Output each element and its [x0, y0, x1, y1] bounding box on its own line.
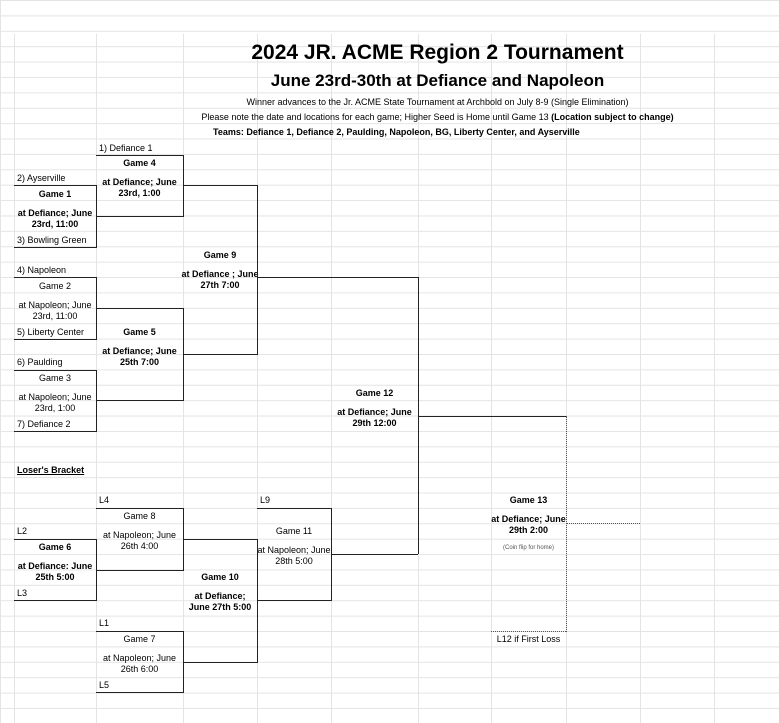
bracket-line	[183, 539, 257, 540]
game-10-label: Game 10	[201, 572, 239, 582]
losers-bracket-title: Loser's Bracket	[17, 465, 85, 475]
loser-slot-l9: L9	[260, 495, 271, 505]
game-12-label: Game 12	[355, 388, 394, 398]
bracket-line	[14, 431, 96, 432]
bracket-line	[183, 662, 257, 663]
loser-slot-l3: L3	[17, 588, 28, 598]
bracket-line	[96, 155, 183, 156]
loser-slot-l1: L1	[99, 618, 110, 628]
bracket-line-dotted	[491, 631, 566, 632]
seed-2: 2) Ayserville	[17, 173, 66, 183]
bracket-line-dotted	[566, 523, 640, 524]
game-12-info: at Defiance; June 29th 12:00	[337, 407, 412, 428]
game-8-info: at Napoleon; June 26th 4:00	[102, 530, 177, 551]
loser-slot-l2: L2	[17, 526, 28, 536]
bracket-line	[183, 354, 257, 355]
bracket-line	[418, 416, 566, 417]
grid-line	[714, 34, 715, 723]
game-6-info: at Defiance: June 25th 5:00	[17, 561, 93, 582]
loser-slot-l4: L4	[99, 495, 110, 505]
grid-line	[491, 34, 492, 723]
game-2-info: at Napoleon; June 23rd, 11:00	[18, 300, 92, 321]
bracket-line	[183, 155, 184, 217]
seed-5: 5) Liberty Center	[17, 327, 85, 337]
bracket-line	[14, 277, 96, 278]
bracket-line	[257, 277, 418, 278]
seed-1: 1) Defiance 1	[99, 143, 153, 153]
bracket-line	[331, 508, 332, 601]
loser-slot-l5: L5	[99, 680, 110, 690]
bracket-line	[96, 508, 183, 509]
game-3-label: Game 3	[38, 373, 71, 383]
game-13-info: at Defiance; June 29th 2:00	[491, 514, 566, 535]
bracket-line	[96, 216, 183, 217]
game-4-info: at Defiance; June 23rd, 1:00	[102, 177, 177, 198]
game-3-info: at Napoleon; June 23rd, 1:00	[18, 392, 92, 413]
note-seeding-text: Please note the date and locations for e…	[201, 112, 552, 122]
game-13-if-loss: L12 if First Loss	[496, 634, 561, 644]
game-6-label: Game 6	[38, 542, 72, 552]
bracket-line	[257, 185, 258, 355]
game-2-label: Game 2	[38, 281, 71, 291]
bracket-line	[14, 539, 96, 540]
game-5-label: Game 5	[123, 327, 156, 337]
bracket-line	[96, 539, 97, 601]
game-13-note: (Coin flip for home)	[502, 545, 555, 551]
seed-3: 3) Bowling Green	[17, 235, 87, 245]
game-8-label: Game 8	[123, 511, 156, 521]
teams-list: Teams: Defiance 1, Defiance 2, Paulding,…	[213, 127, 580, 137]
bracket-line	[418, 277, 419, 554]
bracket-line	[96, 631, 183, 632]
page-title: 2024 JR. ACME Region 2 Tournament	[251, 41, 624, 64]
bracket-line	[331, 554, 418, 555]
bracket-line	[14, 339, 96, 340]
bracket-line	[257, 508, 331, 509]
note-seeding: Please note the date and locations for e…	[96, 111, 779, 123]
game-9-label: Game 9	[203, 250, 237, 260]
bracket-line	[96, 570, 183, 571]
seed-6: 6) Paulding	[17, 357, 63, 367]
game-9-info: at Defiance ; June 27th 7:00	[181, 269, 259, 290]
bracket-line-dotted	[566, 416, 567, 632]
game-11-label: Game 11	[275, 526, 313, 536]
bracket-line	[14, 247, 96, 248]
game-5-info: at Defiance; June 25th 7:00	[102, 346, 177, 367]
grid-line	[640, 34, 641, 723]
bracket-line	[257, 539, 258, 663]
note-winner: Winner advances to the Jr. ACME State To…	[246, 97, 629, 107]
bracket-line	[96, 692, 183, 693]
bracket-line	[14, 600, 96, 601]
seed-7: 7) Defiance 2	[17, 419, 71, 429]
game-4-label: Game 4	[123, 158, 156, 168]
game-1-info: at Defiance; June 23rd, 11:00	[17, 208, 93, 229]
game-10-info: at Defiance; June 27th 5:00	[188, 591, 252, 612]
game-7-info: at Napoleon; June 26th 6:00	[102, 653, 177, 674]
bracket-line	[96, 370, 97, 432]
grid-line	[14, 34, 15, 723]
game-11-info: at Napoleon; June 28th 5:00	[257, 545, 331, 566]
game-1-label: Game 1	[38, 189, 72, 199]
grid-line	[257, 34, 258, 723]
seed-4: 4) Napoleon	[17, 265, 67, 275]
bracket-line	[96, 400, 183, 401]
bracket-line	[14, 370, 96, 371]
bracket-line	[183, 185, 257, 186]
note-seeding-bold: (Location subject to change)	[551, 112, 674, 122]
game-7-label: Game 7	[123, 634, 156, 644]
grid-line	[331, 34, 332, 723]
bracket-line	[14, 185, 96, 186]
grid-line	[566, 34, 567, 723]
bracket-line	[96, 308, 183, 309]
page-subtitle: June 23rd-30th at Defiance and Napoleon	[270, 71, 605, 90]
bracket-line	[257, 600, 331, 601]
game-13-label: Game 13	[509, 495, 548, 505]
